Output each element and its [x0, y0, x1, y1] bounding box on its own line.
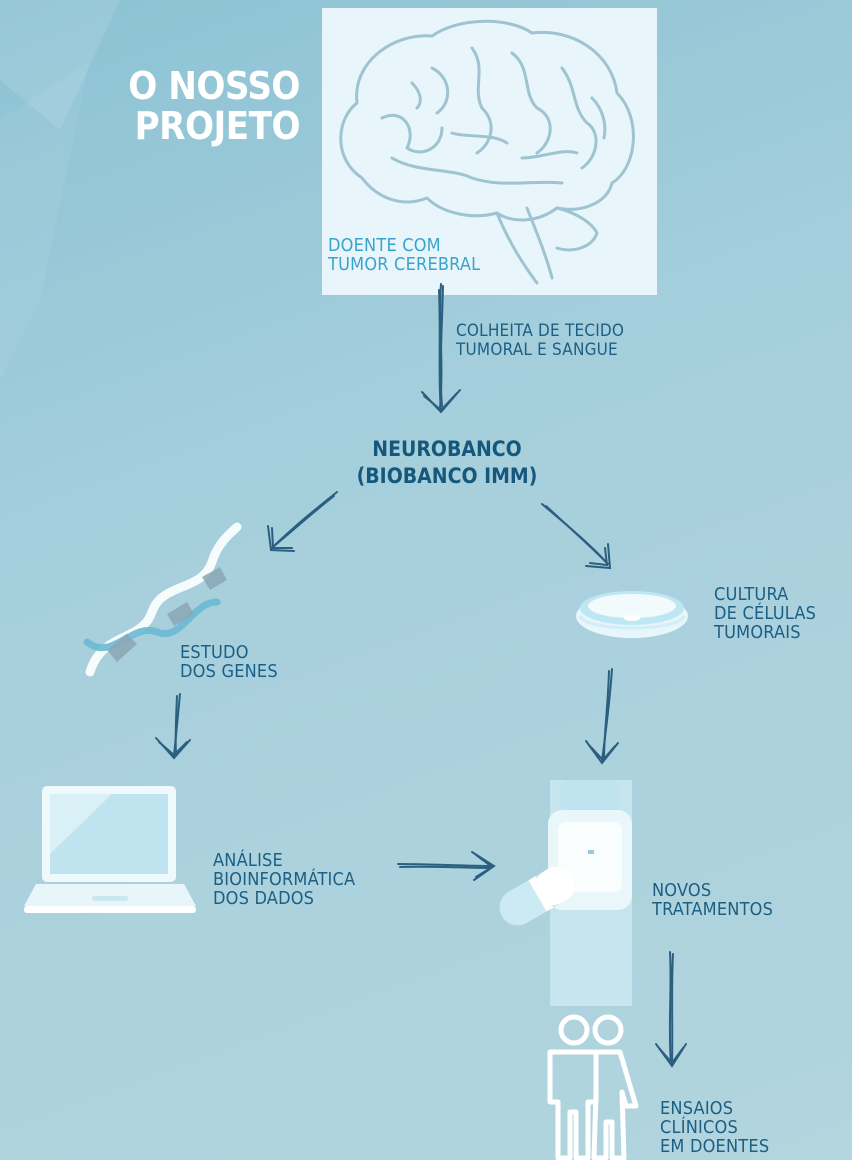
- arrow-down-icon: [421, 283, 461, 414]
- trials-label: ENSAIOS CLÍNICOS EM DOENTES: [660, 1098, 770, 1157]
- analysis-label: ANÁLISE BIOINFORMÁTICA DOS DADOS: [213, 850, 356, 909]
- arrow-down-icon: [155, 693, 191, 760]
- dna-icon: [83, 522, 242, 677]
- arrow-down-icon: [585, 668, 619, 765]
- harvest-label: COLHEITA DE TECIDO TUMORAL E SANGUE: [456, 321, 625, 360]
- petri-dish-icon: [576, 591, 688, 638]
- patient-label: DOENTE COM TUMOR CEREBRAL: [328, 235, 481, 275]
- pill-bottle-icon: [499, 780, 632, 926]
- brain-panel: [322, 8, 657, 295]
- people-icon: [547, 1014, 639, 1160]
- genes-label: ESTUDO DOS GENES: [180, 642, 278, 682]
- arrow-down-icon: [655, 951, 687, 1068]
- arrow-down-left-icon: [267, 491, 338, 552]
- treatments-label: NOVOS TRATAMENTOS: [652, 880, 774, 920]
- laptop-icon: [24, 786, 196, 913]
- arrow-down-right-icon: [541, 503, 612, 570]
- page-title: O NOSSO PROJETO: [128, 64, 300, 148]
- culture-label: CULTURA DE CÉLULAS TUMORAIS: [714, 584, 817, 643]
- arrow-right-icon: [397, 851, 496, 881]
- brain-icon: [339, 19, 635, 285]
- biobank-title: NEUROBANCO (BIOBANCO IMM): [356, 437, 538, 488]
